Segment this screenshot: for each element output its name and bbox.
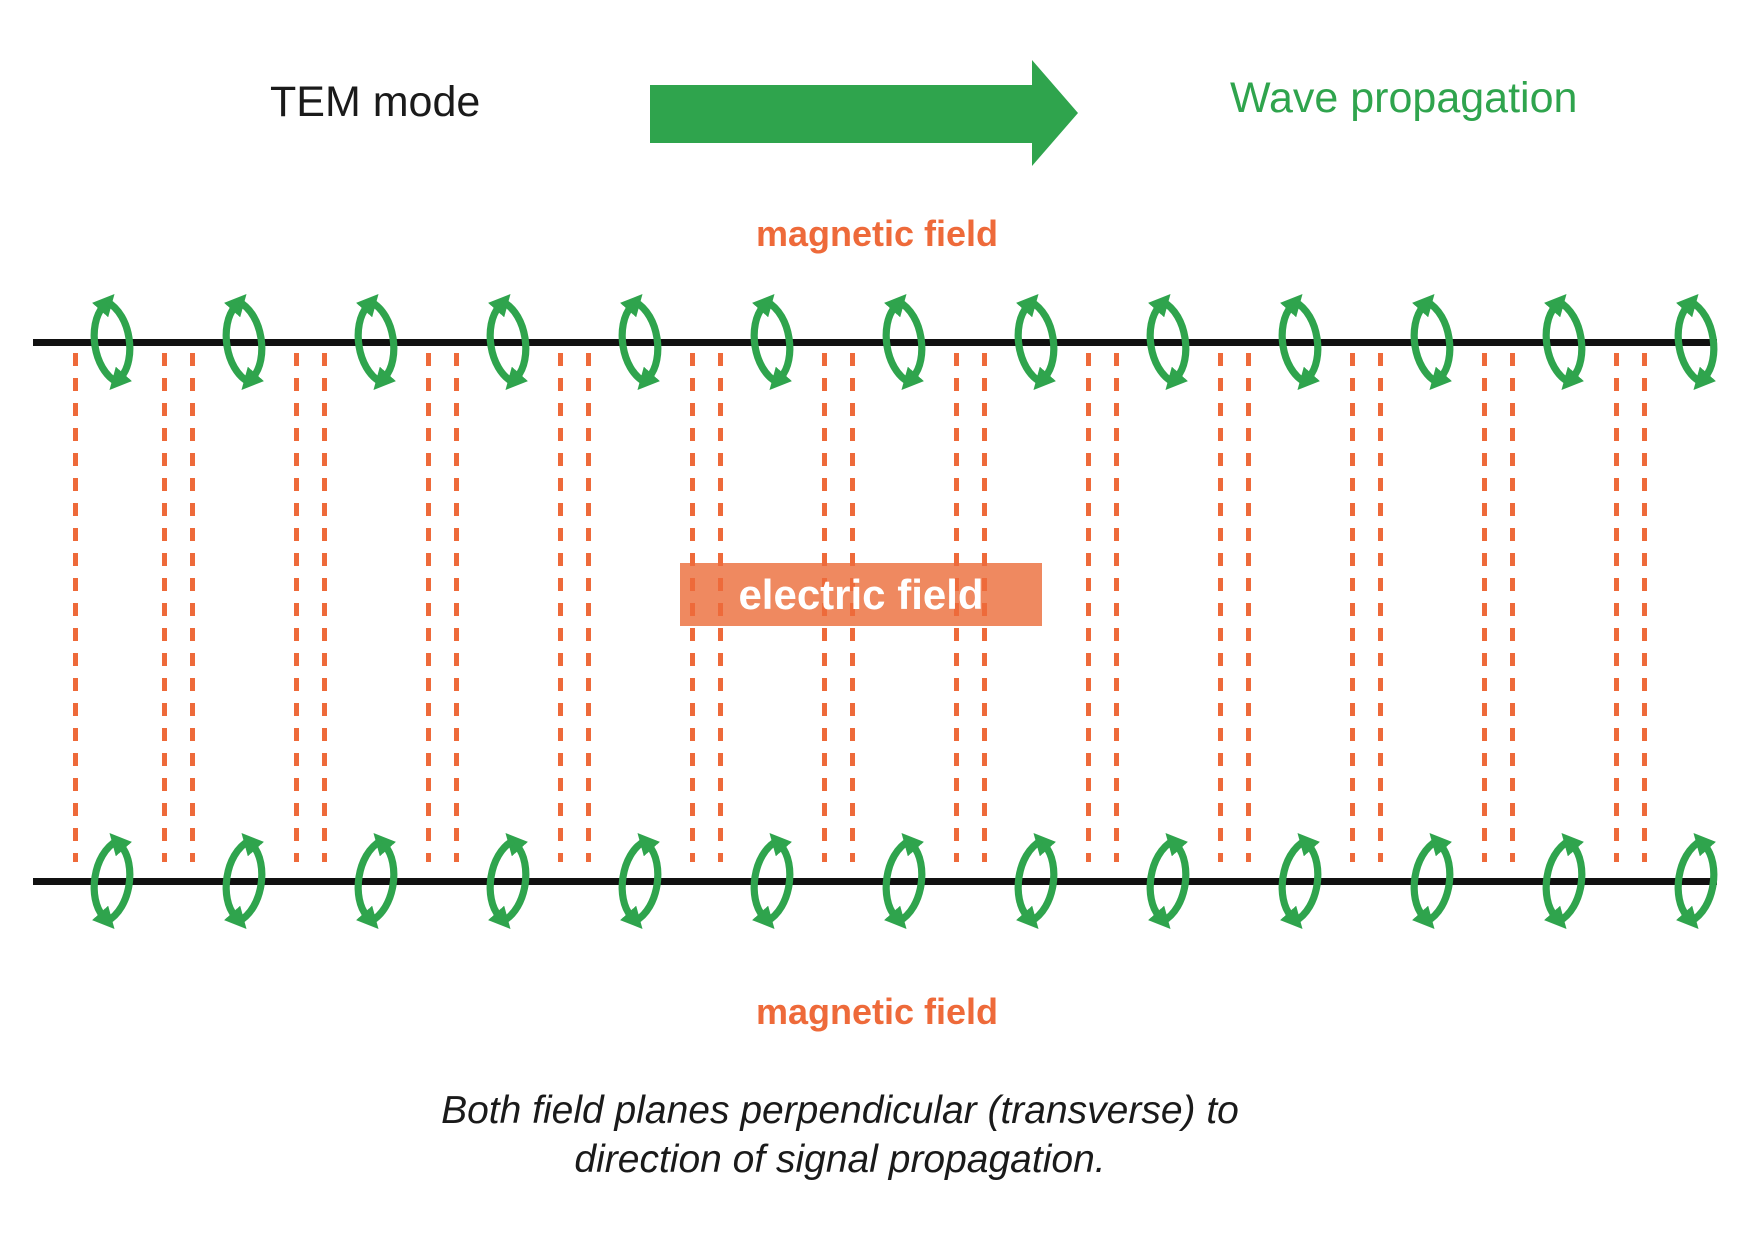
electric-field-dash: [585, 353, 591, 862]
magnetic-field-loop: [354, 294, 398, 390]
magnetic-field-loop: [882, 833, 926, 929]
magnetic-field-label-top: magnetic field: [755, 213, 999, 254]
magnetic-field-loop: [882, 294, 926, 390]
electric-field-label: electric field: [738, 570, 984, 618]
magnetic-field-loop: [1278, 833, 1322, 929]
wave-propagation-label: Wave propagation: [1230, 74, 1578, 122]
electric-field-dash: [72, 353, 78, 862]
magnetic-field-loop: [1014, 833, 1058, 929]
electric-field-dash: [821, 353, 827, 862]
magnetic-field-loop: [750, 294, 794, 390]
electric-field-dash: [953, 353, 959, 862]
electric-field-dash: [717, 353, 723, 862]
magnetic-field-loop: [1146, 294, 1190, 390]
electric-field-dash: [557, 353, 563, 862]
electric-field-dash: [425, 353, 431, 862]
magnetic-field-loop: [618, 294, 662, 390]
electric-field-dash: [1613, 353, 1619, 862]
electric-field-dash: [1641, 353, 1647, 862]
magnetic-field-loop: [1014, 294, 1058, 390]
magnetic-field-loop: [90, 833, 134, 929]
caption-line-1: Both field planes perpendicular (transve…: [441, 1089, 1239, 1132]
magnetic-field-loop: [90, 294, 134, 390]
magnetic-field-loop: [1146, 833, 1190, 929]
conductor-line-bottom: [33, 877, 1717, 885]
caption-line-2: direction of signal propagation.: [574, 1138, 1106, 1181]
magnetic-field-loop: [222, 833, 266, 929]
electric-field-dash: [293, 353, 299, 862]
electric-field-dash: [321, 353, 327, 862]
electric-field-dash: [1377, 353, 1383, 862]
magnetic-field-loop: [1410, 294, 1454, 390]
electric-field-dash: [161, 353, 167, 862]
magnetic-field-loop: [222, 294, 266, 390]
electric-field-dash: [1217, 353, 1223, 862]
magnetic-field-loop: [1278, 294, 1322, 390]
magnetic-field-loop: [486, 833, 530, 929]
magnetic-field-loop: [1410, 833, 1454, 929]
conductor-line-top: [33, 338, 1717, 346]
magnetic-field-loop: [1674, 833, 1718, 929]
magnetic-field-loop: [1542, 833, 1586, 929]
tem-mode-label: TEM mode: [270, 78, 481, 126]
magnetic-field-label-bottom: magnetic field: [755, 991, 999, 1032]
magnetic-field-loop: [1674, 294, 1718, 390]
electric-field-dash: [1113, 353, 1119, 862]
magnetic-field-loop: [486, 294, 530, 390]
wave-propagation-arrow-icon: [650, 60, 1078, 166]
magnetic-field-loop: [1542, 294, 1586, 390]
electric-field-dash: [849, 353, 855, 862]
electric-field-dash: [1481, 353, 1487, 862]
electric-field-dash: [1085, 353, 1091, 862]
electric-field-dash: [689, 353, 695, 862]
electric-field-dash: [1349, 353, 1355, 862]
electric-field-dash: [189, 353, 195, 862]
magnetic-field-loop: [354, 833, 398, 929]
magnetic-field-loop: [618, 833, 662, 929]
magnetic-field-loop: [750, 833, 794, 929]
electric-field-dash: [1509, 353, 1515, 862]
caption: Both field planes perpendicular (transve…: [240, 1086, 1440, 1184]
electric-field-dash: [1245, 353, 1251, 862]
electric-field-dash: [981, 353, 987, 862]
electric-field-dash: [453, 353, 459, 862]
